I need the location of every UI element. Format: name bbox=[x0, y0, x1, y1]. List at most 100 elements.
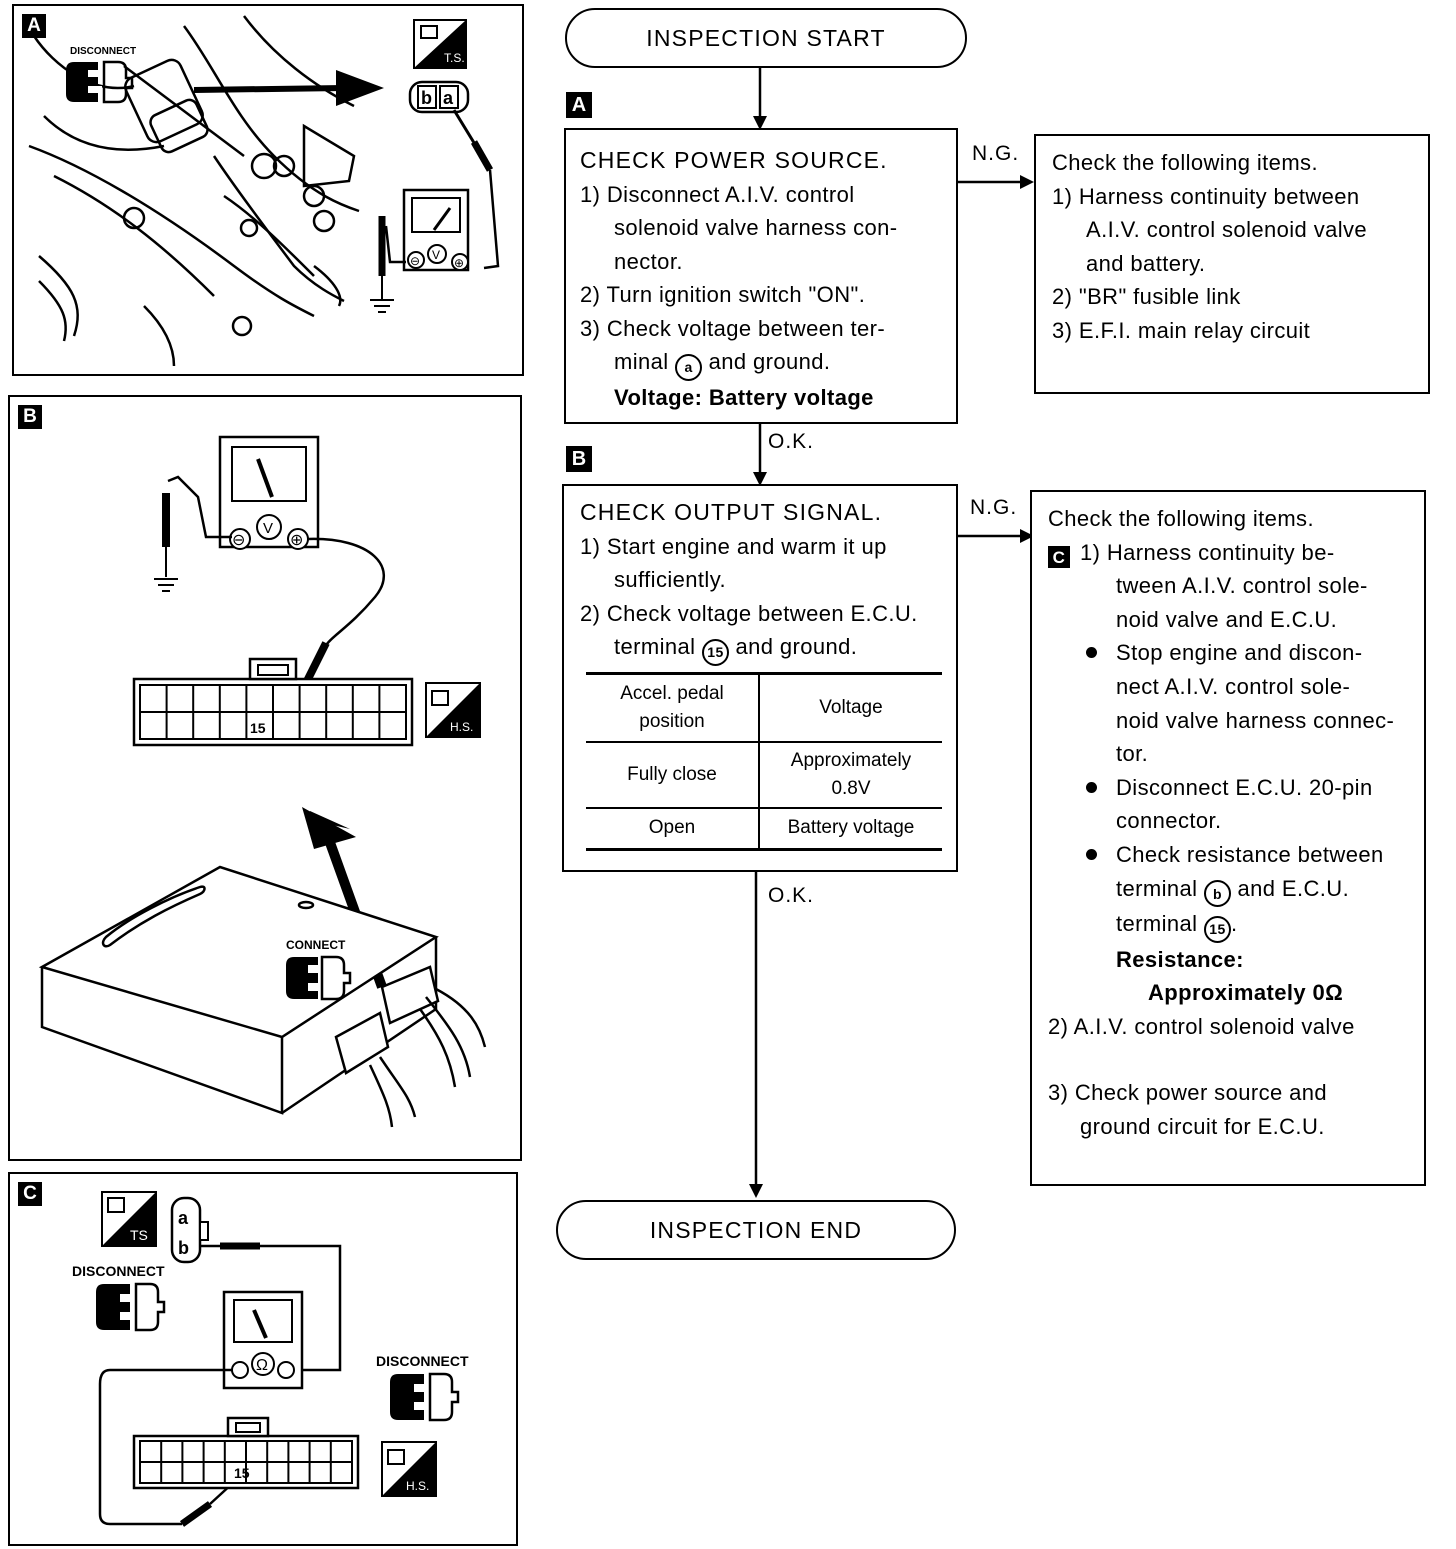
ground-icon bbox=[370, 299, 394, 313]
disconnect-connector-icon bbox=[390, 1372, 460, 1422]
step-a-title: CHECK POWER SOURCE. bbox=[580, 147, 888, 173]
disconnect-connector-icon bbox=[96, 1282, 166, 1332]
ng-a-line: 3) E.F.I. main relay circuit bbox=[1052, 317, 1311, 343]
solenoid-valve-illustration: DISCONNECT T.S. b a bbox=[28, 15, 500, 367]
panel-a: A DISCONNECT bbox=[12, 4, 524, 376]
step-b-line: 1) Start engine and warm it up bbox=[580, 533, 887, 559]
inspection-start-terminal: INSPECTION START bbox=[565, 8, 967, 68]
disconnect-label-2: DISCONNECT bbox=[376, 1353, 469, 1369]
svg-text:a: a bbox=[178, 1208, 189, 1228]
ecu-unit-illustration bbox=[38, 865, 487, 1128]
connector-a-b-icon: a b bbox=[170, 1196, 209, 1264]
voltmeter-icon: ⊖ V ⊕ bbox=[402, 188, 470, 272]
ng-b-line: connector. bbox=[1116, 808, 1222, 834]
step-a-line: minal a and ground. bbox=[580, 345, 898, 381]
svg-text:⊖: ⊖ bbox=[232, 532, 245, 549]
table-cell: Battery voltage bbox=[787, 817, 915, 839]
ng-b-line: tor. bbox=[1116, 741, 1149, 767]
hs-tag-icon: H.S. bbox=[381, 1441, 437, 1497]
ng-b-line: terminal b and E.C.U. bbox=[1048, 872, 1394, 908]
inspection-end-terminal: INSPECTION END bbox=[556, 1200, 956, 1260]
step-b-badge: B bbox=[566, 446, 592, 472]
disconnect-connector-icon bbox=[66, 60, 134, 104]
table-header-voltage: Voltage bbox=[819, 696, 883, 718]
connector-b-a-icon: b a bbox=[408, 80, 470, 114]
svg-text:H.S.: H.S. bbox=[406, 1479, 429, 1493]
bullet-icon bbox=[1086, 781, 1097, 793]
terminal-b-icon: b bbox=[1203, 880, 1231, 908]
step-b-box: CHECK OUTPUT SIGNAL. 1) Start engine and… bbox=[562, 484, 958, 872]
bullet-icon bbox=[1086, 647, 1097, 659]
svg-text:V: V bbox=[432, 248, 440, 262]
ecu-voltage-illustration: ⊖ V ⊕ bbox=[38, 435, 487, 1128]
ng-b-line: 3) Check power source and bbox=[1048, 1080, 1328, 1106]
ecu-20-pin-connector: 15 bbox=[132, 657, 414, 747]
table-cell: Open bbox=[586, 807, 760, 850]
ecu-20-pin-connector: 15 bbox=[132, 1416, 360, 1490]
panel-a-badge: A bbox=[22, 14, 46, 38]
ng-a-line: and battery. bbox=[1086, 250, 1206, 276]
disconnect-label: DISCONNECT bbox=[70, 46, 136, 57]
ng-b-line: terminal 15. bbox=[1048, 907, 1394, 943]
ng-b-line: ground circuit for E.C.U. bbox=[1080, 1113, 1325, 1139]
ohmmeter-icon: Ω bbox=[222, 1290, 304, 1390]
arrow-right-icon bbox=[1020, 175, 1034, 189]
step-a-line: 3) Check voltage between ter- bbox=[580, 315, 886, 341]
svg-text:TS: TS bbox=[130, 1227, 148, 1243]
step-a-box: CHECK POWER SOURCE. 1) Disconnect A.I.V.… bbox=[564, 128, 958, 424]
svg-text:Ω: Ω bbox=[256, 1357, 268, 1374]
step-a-line: 1) Disconnect A.I.V. control bbox=[580, 181, 855, 207]
step-a-badge: A bbox=[566, 92, 592, 118]
ng-b-line: 2) A.I.V. control solenoid valve bbox=[1048, 1013, 1355, 1039]
ng-b-bullet: Disconnect E.C.U. 20-pin bbox=[1048, 771, 1394, 805]
ng-b-line: noid valve harness connec- bbox=[1116, 707, 1395, 733]
ng-b-title: Check the following items. bbox=[1048, 506, 1314, 531]
panel-b: B ⊖ V ⊕ bbox=[8, 395, 522, 1161]
ground-icon bbox=[154, 578, 178, 592]
connect-label: CONNECT bbox=[286, 938, 346, 952]
ng-a-line: 1) Harness continuity between bbox=[1052, 183, 1360, 209]
step-b-line: 2) Check voltage between E.C.U. bbox=[580, 600, 918, 626]
ts-tag-icon: TS bbox=[101, 1191, 157, 1247]
ng-a-box: Check the following items. 1) Harness co… bbox=[1034, 134, 1430, 394]
step-b-line: terminal 15 and ground. bbox=[580, 630, 918, 666]
svg-text:⊕: ⊕ bbox=[290, 532, 303, 549]
resistance-label: Resistance: bbox=[1116, 946, 1244, 972]
resistance-value: Approximately 0Ω bbox=[1148, 980, 1344, 1006]
arrow-right-icon bbox=[1020, 529, 1034, 543]
svg-text:⊖: ⊖ bbox=[410, 254, 420, 268]
step-a-line: 2) Turn ignition switch "ON". bbox=[580, 282, 866, 307]
step-b-line: sufficiently. bbox=[614, 567, 726, 592]
svg-text:15: 15 bbox=[250, 720, 266, 736]
ng-b-bullet: Stop engine and discon- bbox=[1048, 636, 1394, 670]
ng-a-line: A.I.V. control solenoid valve bbox=[1086, 217, 1368, 242]
ng-b-bullet: Check resistance between bbox=[1048, 838, 1394, 872]
svg-text:b: b bbox=[421, 88, 432, 108]
voltmeter-icon: ⊖ V ⊕ bbox=[218, 435, 320, 550]
hs-tag-icon: H.S. bbox=[425, 682, 481, 738]
table-cell: Fully close bbox=[586, 741, 760, 808]
arrow-down-icon bbox=[749, 1184, 763, 1198]
panel-c-badge: C bbox=[18, 1182, 42, 1206]
step-a-voltage-spec: Voltage: Battery voltage bbox=[614, 384, 874, 410]
ts-tag-icon: T.S. bbox=[413, 19, 467, 69]
ok-label-2: O.K. bbox=[768, 884, 815, 907]
terminal-15-icon: 15 bbox=[701, 638, 729, 666]
ng-label-1: N.G. bbox=[972, 142, 1020, 165]
arrow-down-icon bbox=[753, 116, 767, 130]
svg-text:b: b bbox=[178, 1238, 189, 1258]
bullet-icon bbox=[1086, 848, 1097, 860]
step-a-line: nector. bbox=[614, 248, 683, 274]
step-b-title: CHECK OUTPUT SIGNAL. bbox=[580, 499, 883, 525]
ng-a-line: 2) "BR" fusible link bbox=[1052, 284, 1241, 309]
step-a-line: solenoid valve harness con- bbox=[614, 215, 898, 240]
panel-c: C TS a b DISCONNECT bbox=[8, 1172, 518, 1546]
resistance-check-illustration: TS a b DISCONNECT Ω bbox=[72, 1191, 469, 1527]
disconnect-label-1: DISCONNECT bbox=[72, 1263, 165, 1279]
ng-b-line: noid valve and E.C.U. bbox=[1116, 606, 1338, 632]
svg-text:H.S.: H.S. bbox=[450, 720, 473, 734]
